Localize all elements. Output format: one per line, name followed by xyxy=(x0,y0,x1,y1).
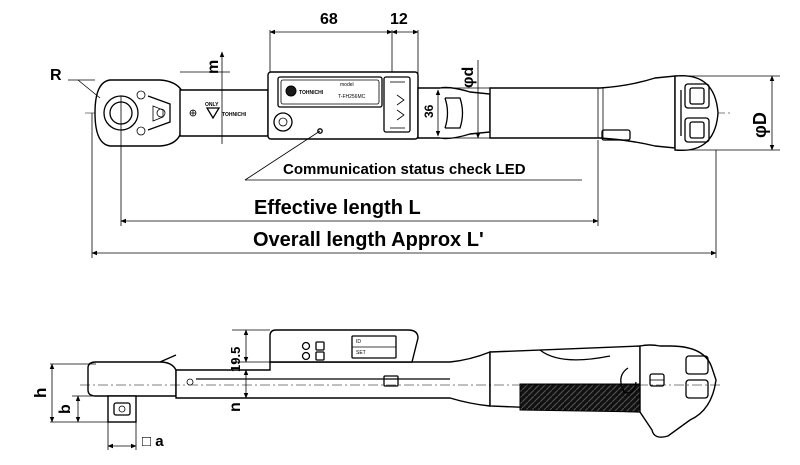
dimension-a: □ a xyxy=(107,422,164,450)
brand-stamp: TOHNICHI xyxy=(222,112,247,118)
model-caption: model xyxy=(340,82,354,88)
overall-length-label: Overall length Approx L' xyxy=(253,229,484,251)
radius-callout: R xyxy=(50,67,101,99)
dimension-phi-D: φD xyxy=(675,75,780,151)
brand-logo-icon xyxy=(285,85,297,97)
dim-19-5-label: 19.5 xyxy=(228,347,243,372)
side-electronics: ID SET xyxy=(269,329,419,363)
label-R: R xyxy=(50,67,62,84)
brand-label: TOHNICHI xyxy=(299,90,324,96)
side-ratchet xyxy=(87,354,177,423)
dim-36-label: 36 xyxy=(422,104,436,118)
dimension-19-5: 19.5 xyxy=(228,329,270,372)
label-m: m xyxy=(205,60,222,74)
label-b: b xyxy=(57,404,74,414)
label-phi-d: φd xyxy=(460,67,477,88)
dim-12-label: 12 xyxy=(390,11,408,28)
dimension-n: n xyxy=(227,369,249,412)
dimension-m: m xyxy=(180,51,230,144)
effective-length-dim: Effective length L xyxy=(120,96,599,226)
led-callout: Communication status check LED xyxy=(244,130,582,181)
btn-id-label: ID xyxy=(356,339,361,345)
side-view: ID SET 19.5 xyxy=(31,329,720,450)
dimension-36: 36 xyxy=(422,89,441,137)
top-view: ONLY TOHNICHI TOHNICHI model T-FH256MC xyxy=(50,11,780,258)
btn-set-label: SET xyxy=(356,350,366,356)
dim-68-label: 68 xyxy=(320,11,338,28)
dimension-b: b xyxy=(57,395,108,423)
label-n: n xyxy=(227,402,244,412)
effective-length-label: Effective length L xyxy=(254,197,421,219)
wrench-arm: ONLY TOHNICHI xyxy=(179,89,269,137)
dimension-68-12: 68 12 xyxy=(269,11,419,100)
handle xyxy=(489,74,719,152)
side-end-cap xyxy=(620,344,717,438)
status-led xyxy=(317,128,323,134)
led-label: Communication status check LED xyxy=(283,161,526,178)
button-circle xyxy=(273,112,293,132)
direction-arrow-icon xyxy=(205,107,221,120)
label-a: □ a xyxy=(142,433,164,450)
label-phi-D: φD xyxy=(750,112,770,138)
electronics-head: TOHNICHI model T-FH256MC xyxy=(267,71,419,140)
side-grip xyxy=(489,345,641,413)
overall-length-dim: Overall length Approx L' xyxy=(91,113,717,258)
only-stamp: ONLY xyxy=(205,102,219,108)
dimension-phi-d: φd xyxy=(430,60,498,139)
ratchet-head xyxy=(94,79,183,147)
model-name: T-FH256MC xyxy=(338,94,366,100)
label-h: h xyxy=(31,388,50,398)
